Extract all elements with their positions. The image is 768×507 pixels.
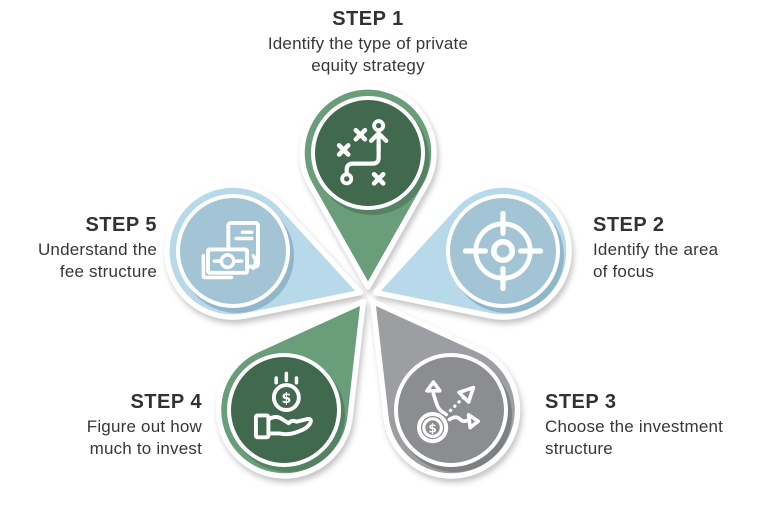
step-1-description: Identify the type of private equity stra… xyxy=(267,34,469,75)
step-5-title: STEP 5 xyxy=(85,214,157,236)
step-2-text: STEP 2 Identify the area of focus xyxy=(593,214,768,283)
step-4-title: STEP 4 xyxy=(130,391,202,413)
step-2-title: STEP 2 xyxy=(593,214,665,236)
step-4-text: STEP 4 Figure out how much to invest xyxy=(2,391,202,460)
hand-coin-icon: $ xyxy=(253,371,313,440)
step-3-title: STEP 3 xyxy=(545,391,617,413)
step-1-circle xyxy=(311,96,425,210)
step-2-description: Identify the area of focus xyxy=(593,240,719,281)
step-4-coin-symbol: $ xyxy=(281,391,291,407)
step-1-title: STEP 1 xyxy=(332,8,404,30)
step-3-coin-symbol: $ xyxy=(428,421,436,435)
step-1-text: STEP 1 Identify the type of private equi… xyxy=(218,8,518,77)
target-icon xyxy=(463,211,543,291)
banknotes-icon xyxy=(201,220,260,280)
step-5-description: Understand the fee structure xyxy=(37,240,157,281)
step-2-circle xyxy=(446,194,560,308)
step-4-description: Figure out how much to invest xyxy=(86,417,202,458)
strategy-icon xyxy=(336,119,389,186)
step-3-text: STEP 3 Choose the investment structure xyxy=(545,391,768,460)
step-3-description: Choose the investment structure xyxy=(545,417,724,458)
investment-arrows-icon: $ xyxy=(417,380,480,444)
step-5-text: STEP 5 Understand the fee structure xyxy=(0,214,157,283)
